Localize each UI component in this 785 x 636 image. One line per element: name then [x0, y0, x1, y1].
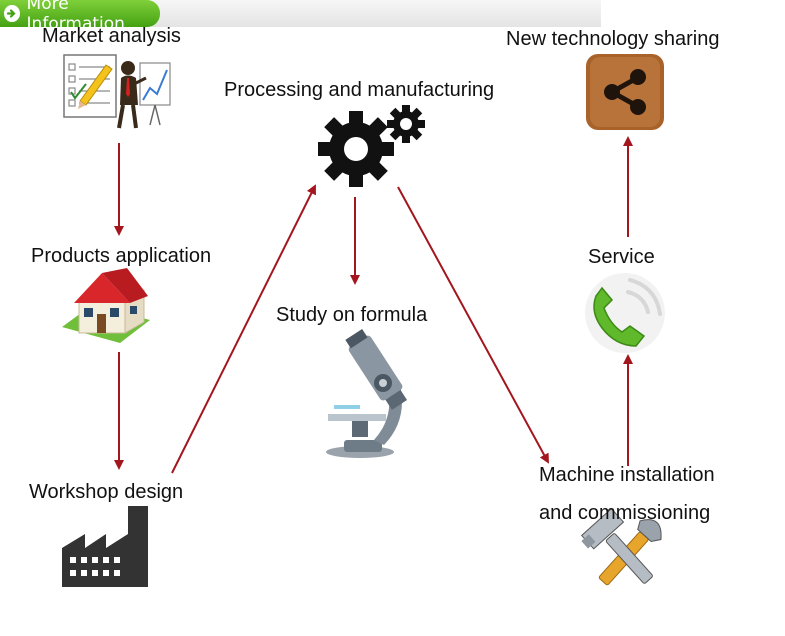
more-information-label: More Information — [26, 0, 125, 34]
label-processing-manufacturing: Processing and manufacturing — [224, 79, 495, 101]
arrow-processing-to-machine — [397, 186, 549, 464]
label-market-analysis: Market analysis — [42, 25, 181, 47]
tools-icon — [580, 507, 662, 586]
more-information-button[interactable]: More Information — [0, 0, 160, 34]
microscope-icon — [326, 329, 408, 458]
arrow-workshop-to-processing — [171, 184, 316, 474]
factory-icon — [62, 506, 148, 587]
phone-icon — [585, 273, 665, 353]
share-icon — [586, 54, 664, 130]
label-workshop-design: Workshop design — [29, 481, 184, 503]
label-study-on-formula: Study on formula — [276, 304, 428, 326]
label-service: Service — [588, 246, 655, 268]
gears-icon — [318, 105, 425, 187]
presenter-chart-icon — [63, 54, 171, 129]
label-and-commissioning: and commissioning — [539, 502, 711, 524]
label-machine-installation: Machine installation — [539, 464, 715, 486]
house-icon — [62, 268, 150, 343]
label-products-application: Products application — [31, 245, 212, 267]
label-new-technology-sharing: New technology sharing — [506, 28, 720, 50]
arrow-right-circle-icon — [4, 5, 20, 22]
